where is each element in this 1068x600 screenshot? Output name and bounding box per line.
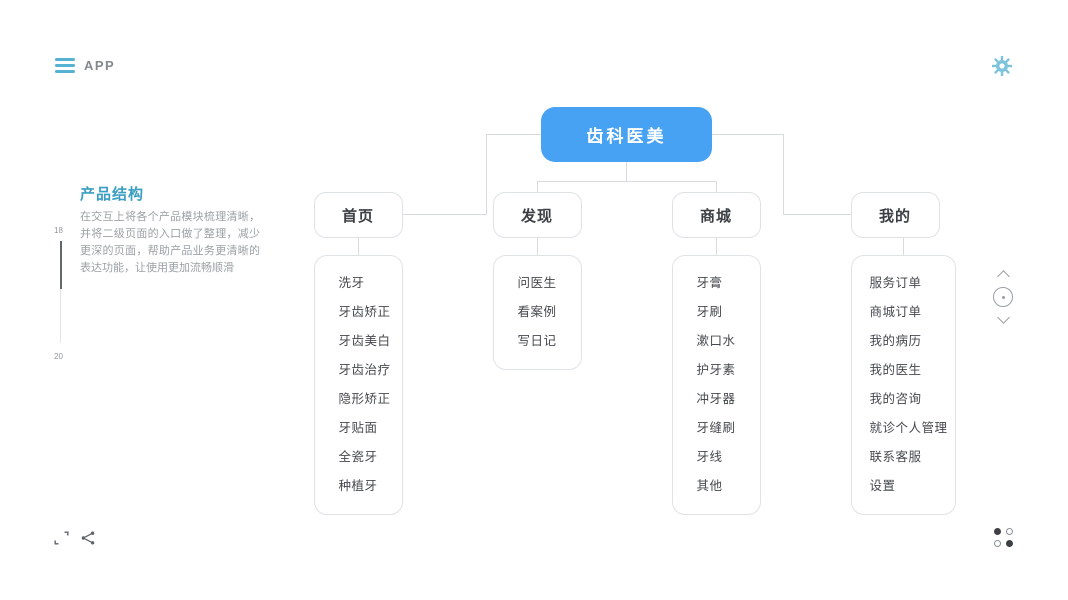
connector-line xyxy=(716,181,717,192)
gear-icon[interactable] xyxy=(990,54,1014,78)
connector-line xyxy=(486,134,487,215)
list-item: 商城订单 xyxy=(869,305,922,319)
hamburger-icon[interactable] xyxy=(55,58,75,73)
branch-node: 商城 xyxy=(671,192,761,238)
list-item: 联系客服 xyxy=(869,450,922,464)
list-item: 隐形矫正 xyxy=(338,392,391,406)
circle-dot-icon[interactable] xyxy=(993,287,1013,307)
connector-line xyxy=(712,134,783,135)
slide-progress-track xyxy=(59,241,62,343)
connector-line xyxy=(486,134,541,135)
connector-line xyxy=(403,214,486,215)
list-item: 写日记 xyxy=(517,334,557,348)
branch-list: 问医生看案例写日记 xyxy=(492,255,582,370)
branch-node: 发现 xyxy=(492,192,582,238)
list-item: 冲牙器 xyxy=(696,392,736,406)
expand-icon[interactable] xyxy=(54,531,69,545)
connector-line xyxy=(626,162,627,181)
connector-line xyxy=(716,238,717,255)
connector-line xyxy=(358,238,359,255)
list-item: 牙齿治疗 xyxy=(338,363,391,377)
list-item: 牙齿矫正 xyxy=(338,305,391,319)
branch-list: 牙膏牙刷漱口水护牙素冲牙器牙缝刷牙线其他 xyxy=(671,255,761,515)
branch-node: 首页 xyxy=(313,192,403,238)
list-item: 牙缝刷 xyxy=(696,421,736,435)
share-icon[interactable] xyxy=(80,530,96,546)
list-item: 其他 xyxy=(696,479,723,493)
branch-list: 服务订单商城订单我的病历我的医生我的咨询就诊个人管理联系客服设置 xyxy=(850,255,956,515)
page-description: 在交互上将各个产品模块梳理清晰，并将二级页面的入口做了整理，减少更深的页面，帮助… xyxy=(80,211,260,274)
list-item: 就诊个人管理 xyxy=(869,421,948,435)
list-item: 看案例 xyxy=(517,305,557,319)
connector-line xyxy=(783,214,851,215)
app-title: APP xyxy=(84,58,116,73)
slide-number-current: 18 xyxy=(54,226,63,235)
list-item: 服务订单 xyxy=(869,276,922,290)
list-item: 牙齿美白 xyxy=(338,334,391,348)
list-item: 我的咨询 xyxy=(869,392,922,406)
branch-list: 洗牙牙齿矫正牙齿美白牙齿治疗隐形矫正牙贴面全瓷牙种植牙 xyxy=(313,255,403,515)
branch-node: 我的 xyxy=(850,192,940,238)
list-item: 种植牙 xyxy=(338,479,378,493)
connector-line xyxy=(537,238,538,255)
slide-nav-control xyxy=(993,270,1013,324)
root-node: 齿科医美 xyxy=(541,107,712,162)
slide-progress-thumb[interactable] xyxy=(59,241,62,289)
list-item: 护牙素 xyxy=(696,363,736,377)
list-item: 牙线 xyxy=(696,450,723,464)
list-item: 我的病历 xyxy=(869,334,922,348)
slide-number-total: 20 xyxy=(54,352,63,361)
chevron-up-icon[interactable] xyxy=(996,270,1010,283)
connector-line xyxy=(903,238,904,255)
list-item: 牙刷 xyxy=(696,305,723,319)
chevron-down-icon[interactable] xyxy=(996,311,1010,324)
list-item: 全瓷牙 xyxy=(338,450,378,464)
connector-line xyxy=(537,181,538,192)
grid-dots-icon[interactable] xyxy=(994,528,1016,548)
list-item: 牙贴面 xyxy=(338,421,378,435)
page-title: 产品结构 xyxy=(80,186,145,203)
list-item: 洗牙 xyxy=(338,276,365,290)
list-item: 牙膏 xyxy=(696,276,723,290)
connector-line xyxy=(537,181,717,182)
list-item: 问医生 xyxy=(517,276,557,290)
connector-line xyxy=(783,134,784,215)
list-item: 我的医生 xyxy=(869,363,922,377)
list-item: 漱口水 xyxy=(696,334,736,348)
list-item: 设置 xyxy=(869,479,896,493)
